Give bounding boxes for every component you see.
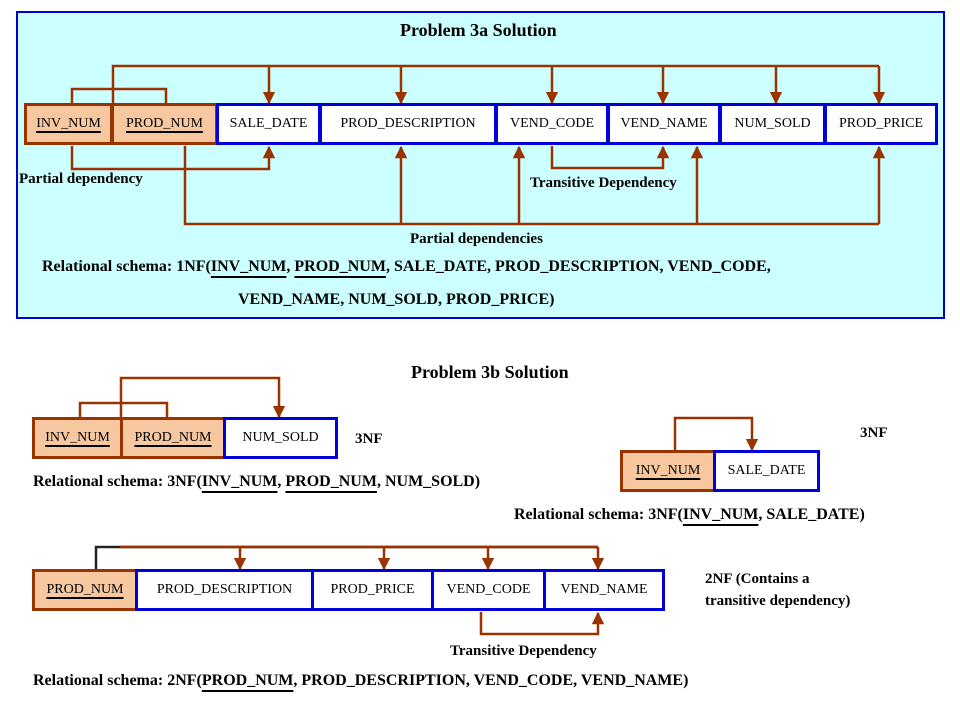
cell-a-sale-date: SALE_DATE xyxy=(216,103,321,145)
schema-b2: Relational schema: 3NF(INV_NUM, SALE_DAT… xyxy=(514,506,865,523)
cell-a-vend-name: VEND_NAME xyxy=(607,103,721,145)
cell-a-prod-price: PROD_PRICE xyxy=(824,103,938,145)
schema-a-line2: VEND_NAME, NUM_SOLD, PROD_PRICE) xyxy=(238,291,555,308)
cell-b3-prod-price: PROD_PRICE xyxy=(311,569,434,611)
cell-b1-prod-num: PROD_NUM xyxy=(120,417,226,459)
label-b3-2nf-line2: transitive dependency) xyxy=(705,593,851,609)
cell-b3-vend-code: VEND_CODE xyxy=(431,569,546,611)
cell-a-inv-num: INV_NUM xyxy=(24,103,113,145)
cell-b1-inv-num: INV_NUM xyxy=(32,417,123,459)
cell-a-prod-num: PROD_NUM xyxy=(111,103,218,145)
cell-b3-prod-description: PROD_DESCRIPTION xyxy=(135,569,314,611)
arrow-b2-top xyxy=(673,416,759,452)
label-b2-3nf: 3NF xyxy=(860,425,888,441)
panel-b-title: Problem 3b Solution xyxy=(411,362,569,382)
arrow-b3-bus xyxy=(94,545,598,569)
cell-a-prod-description: PROD_DESCRIPTION xyxy=(319,103,497,145)
label-b3-transitive-dependency: Transitive Dependency xyxy=(450,643,597,659)
schema-b3: Relational schema: 2NF(PROD_NUM, PROD_DE… xyxy=(33,672,689,689)
cell-b3-prod-num: PROD_NUM xyxy=(32,569,138,611)
cell-b1-num-sold: NUM_SOLD xyxy=(223,417,338,459)
label-b3-2nf-line1: 2NF (Contains a xyxy=(705,571,810,587)
label-partial-dependency: Partial dependency xyxy=(19,171,143,187)
panel-a-title: Problem 3a Solution xyxy=(400,20,557,40)
arrow-b1-top xyxy=(119,376,286,419)
cell-b3-vend-name: VEND_NAME xyxy=(543,569,665,611)
cell-b2-sale-date: SALE_DATE xyxy=(713,450,820,492)
schema-b1: Relational schema: 3NF(INV_NUM, PROD_NUM… xyxy=(33,473,481,490)
label-b1-3nf: 3NF xyxy=(355,431,383,447)
cell-a-vend-code: VEND_CODE xyxy=(495,103,609,145)
label-a-transitive-dependency: Transitive Dependency xyxy=(530,175,677,191)
arrow-b3-transitive xyxy=(479,611,605,636)
cell-a-num-sold: NUM_SOLD xyxy=(719,103,826,145)
arrow-b1-key-bracket xyxy=(78,401,169,417)
label-partial-dependencies: Partial dependencies xyxy=(410,231,543,247)
cell-b2-inv-num: INV_NUM xyxy=(620,450,716,492)
schema-a-line1: Relational schema: 1NF(INV_NUM, PROD_NUM… xyxy=(42,258,771,275)
